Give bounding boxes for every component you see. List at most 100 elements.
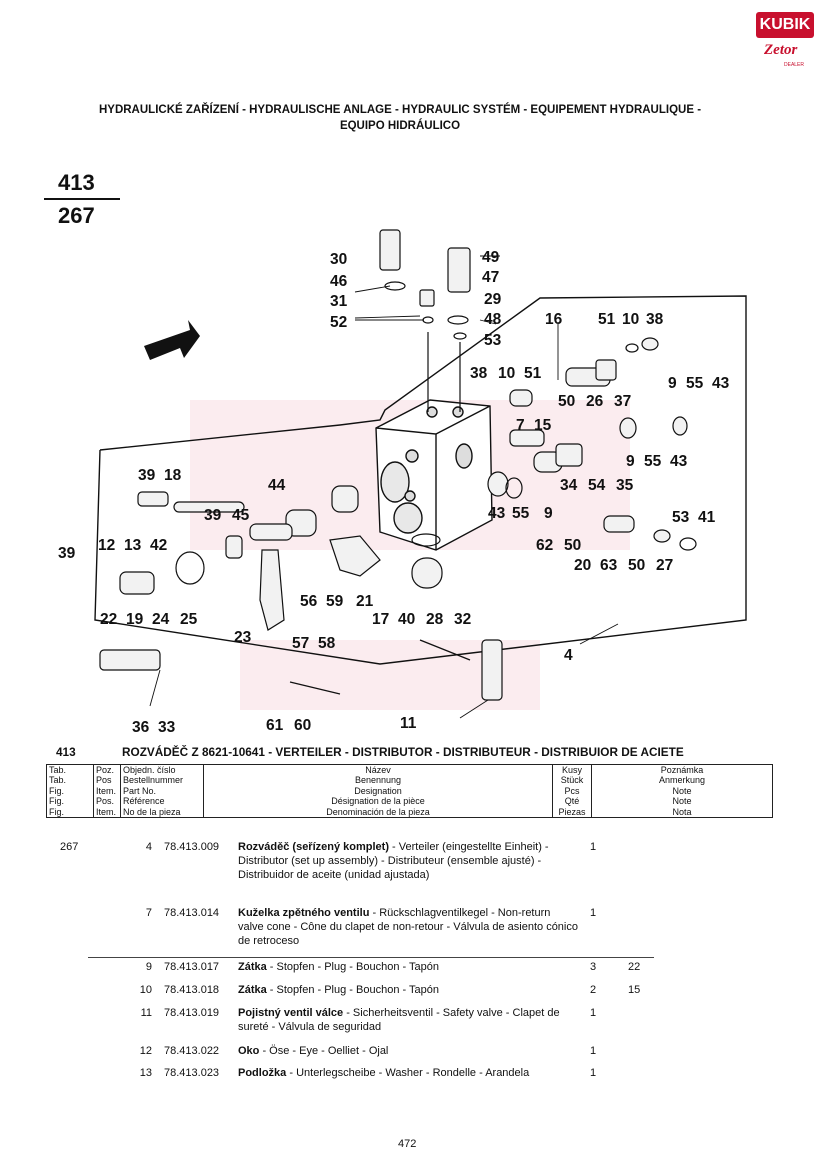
header-line-2: EQUIPO HIDRÁULICO (339, 120, 461, 132)
callout-43: 43 (488, 505, 506, 522)
figure-group-number: 413 (58, 170, 95, 195)
callout-33: 33 (158, 719, 176, 736)
logo-dealer: DEALER (784, 62, 805, 68)
callout-55: 55 (512, 505, 530, 522)
row-qty: 1 (590, 1045, 597, 1057)
callout-56: 56 (300, 593, 318, 610)
callout-37: 37 (614, 393, 631, 410)
callout-43: 43 (670, 453, 688, 470)
callout-27: 27 (656, 557, 673, 574)
callout-15: 15 (534, 417, 552, 434)
section-title-text: ROZVÁDĚČ Z 8621-10641 - VERTEILER - DIST… (122, 745, 684, 759)
parts-row: 267 4 78.413.009 Rozváděč (seřízený komp… (60, 840, 760, 900)
callout-9: 9 (626, 453, 635, 470)
callout-52: 52 (330, 314, 347, 331)
row-pos: 12 (139, 1045, 152, 1057)
callout-19: 19 (126, 611, 144, 628)
row-separator (88, 957, 654, 958)
callout-13: 13 (124, 537, 142, 554)
page-number: 472 (398, 1138, 417, 1150)
callout-45: 45 (232, 507, 250, 524)
callout-61: 61 (266, 717, 284, 734)
row-qty: 1 (590, 907, 597, 919)
callout-39: 39 (138, 467, 156, 484)
callout-58: 58 (318, 635, 336, 652)
callout-41: 41 (698, 509, 716, 526)
callout-39: 39 (204, 507, 222, 524)
callout-21: 21 (356, 593, 374, 610)
callout-12: 12 (98, 537, 115, 554)
row-tab: 267 (60, 841, 79, 853)
header-line-1: HYDRAULICKÉ ZAŘÍZENÍ - HYDRAULISCHE ANLA… (98, 104, 702, 116)
callout-28: 28 (426, 611, 444, 628)
row-description: Oko - Öse - Eye - Oelliet - Ojal (238, 1045, 389, 1057)
callout-34: 34 (560, 477, 578, 494)
row-part-number: 78.413.023 (164, 1067, 220, 1079)
callout-11: 11 (400, 715, 417, 732)
logo-kubik: KUBIK (756, 12, 814, 38)
row-qty: 1 (590, 1067, 597, 1079)
callout-51: 51 (524, 365, 542, 382)
callout-10: 10 (622, 311, 639, 328)
callout-39: 39 (58, 545, 76, 562)
callout-43: 43 (712, 375, 730, 392)
row-pos: 13 (139, 1067, 152, 1079)
valve-block (375, 399, 493, 551)
callout-9: 9 (544, 505, 553, 522)
callout-57: 57 (292, 635, 309, 652)
row-qty: 1 (590, 841, 597, 853)
callout-50: 50 (558, 393, 575, 410)
callout-25: 25 (180, 611, 198, 628)
row-part-number: 78.413.009 (164, 841, 220, 853)
parts-row: 10 78.413.018 Zátka - Stopfen - Plug - B… (60, 983, 760, 999)
callout-51: 51 (598, 311, 616, 328)
callout-55: 55 (644, 453, 662, 470)
callout-26: 26 (586, 393, 604, 410)
callout-7: 7 (516, 417, 525, 434)
callout-50: 50 (564, 537, 581, 554)
kubik-zetor-logo: KUBIK Zetor DEALER (756, 12, 814, 68)
callout-31: 31 (330, 293, 348, 310)
callout-59: 59 (326, 593, 344, 610)
row-qty: 1 (590, 1007, 597, 1019)
document-header: HYDRAULICKÉ ZAŘÍZENÍ - HYDRAULISCHE ANLA… (40, 102, 760, 134)
callout-55: 55 (686, 375, 704, 392)
callout-30: 30 (330, 251, 347, 268)
header-col-tab: Tab.Tab.Fig.Fig.Fig. (46, 763, 94, 819)
callout-16: 16 (545, 311, 563, 328)
row-part-number: 78.413.014 (164, 907, 220, 919)
callout-29: 29 (484, 291, 502, 308)
row-description: Kuželka zpětného ventilu - Rückschlagven… (238, 907, 578, 947)
direction-arrow-icon (144, 320, 200, 360)
leader-lines (149, 255, 619, 719)
callout-44: 44 (268, 477, 286, 494)
row-description: Podložka - Unterlegscheibe - Washer - Ro… (238, 1067, 530, 1079)
callout-23: 23 (234, 629, 252, 646)
row-note: 15 (628, 984, 641, 996)
assembly-outline (94, 295, 747, 665)
callout-42: 42 (150, 537, 167, 554)
callout-60: 60 (294, 717, 311, 734)
parts-row: 13 78.413.023 Podložka - Unterlegscheibe… (60, 1066, 760, 1096)
section-number: 413 (56, 745, 76, 759)
callout-47: 47 (482, 269, 499, 286)
callout-54: 54 (588, 477, 606, 494)
callout-17: 17 (372, 611, 389, 628)
callout-62: 62 (536, 537, 553, 554)
callout-36: 36 (132, 719, 150, 736)
callout-38: 38 (470, 365, 488, 382)
row-description: Zátka - Stopfen - Plug - Bouchon - Tapón (238, 961, 439, 973)
parts (99, 229, 697, 701)
row-description: Zátka - Stopfen - Plug - Bouchon - Tapón (238, 984, 439, 996)
callout-9: 9 (668, 375, 677, 392)
callout-46: 46 (330, 273, 348, 290)
callout-53: 53 (672, 509, 690, 526)
callout-48: 48 (484, 311, 502, 328)
row-part-number: 78.413.017 (164, 961, 220, 973)
